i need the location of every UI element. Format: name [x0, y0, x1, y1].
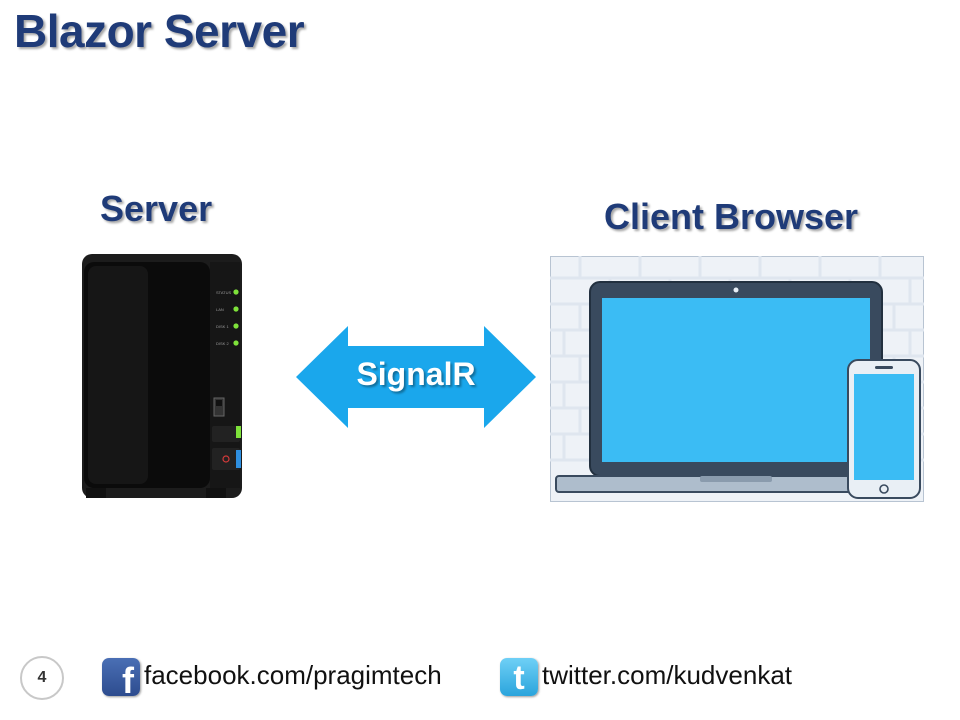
power-button: [212, 448, 240, 470]
server-icon: STATUS LAN DISK 1 DISK 2: [82, 254, 242, 498]
led-label-disk-2: DISK 2: [216, 341, 229, 346]
copy-button: [212, 426, 240, 442]
footer: 4 f facebook.com/pragimtech t twitter.co…: [0, 648, 960, 708]
led-label-lan: LAN: [216, 307, 224, 312]
laptop-and-phone-icon: [550, 256, 924, 502]
server-label: Server: [100, 188, 213, 229]
status-led: [233, 289, 239, 295]
double-arrow-icon: [296, 326, 536, 428]
slide-number: 4: [20, 656, 64, 700]
twitter-icon: t: [500, 658, 538, 696]
led-label-status: STATUS: [216, 290, 232, 295]
slide-title: Blazor Server: [14, 5, 305, 57]
disk-2-led: [233, 340, 239, 346]
signalr-connection: SignalR: [296, 326, 536, 428]
disk-1-led: [233, 323, 239, 329]
client-browser-label: Client Browser: [604, 196, 859, 237]
facebook-link[interactable]: facebook.com/pragimtech: [144, 660, 442, 690]
lan-led: [233, 306, 239, 312]
twitter-link[interactable]: twitter.com/kudvenkat: [542, 660, 792, 690]
phone-home-button: [879, 484, 889, 494]
server-front-panel: [84, 262, 210, 488]
facebook-icon: f: [102, 658, 140, 696]
phone-screen: [854, 374, 914, 480]
led-label-disk-1: DISK 1: [216, 324, 229, 329]
signalr-label: SignalR: [356, 356, 476, 392]
usb-port-icon: [213, 397, 225, 417]
laptop-screen: [602, 298, 870, 462]
